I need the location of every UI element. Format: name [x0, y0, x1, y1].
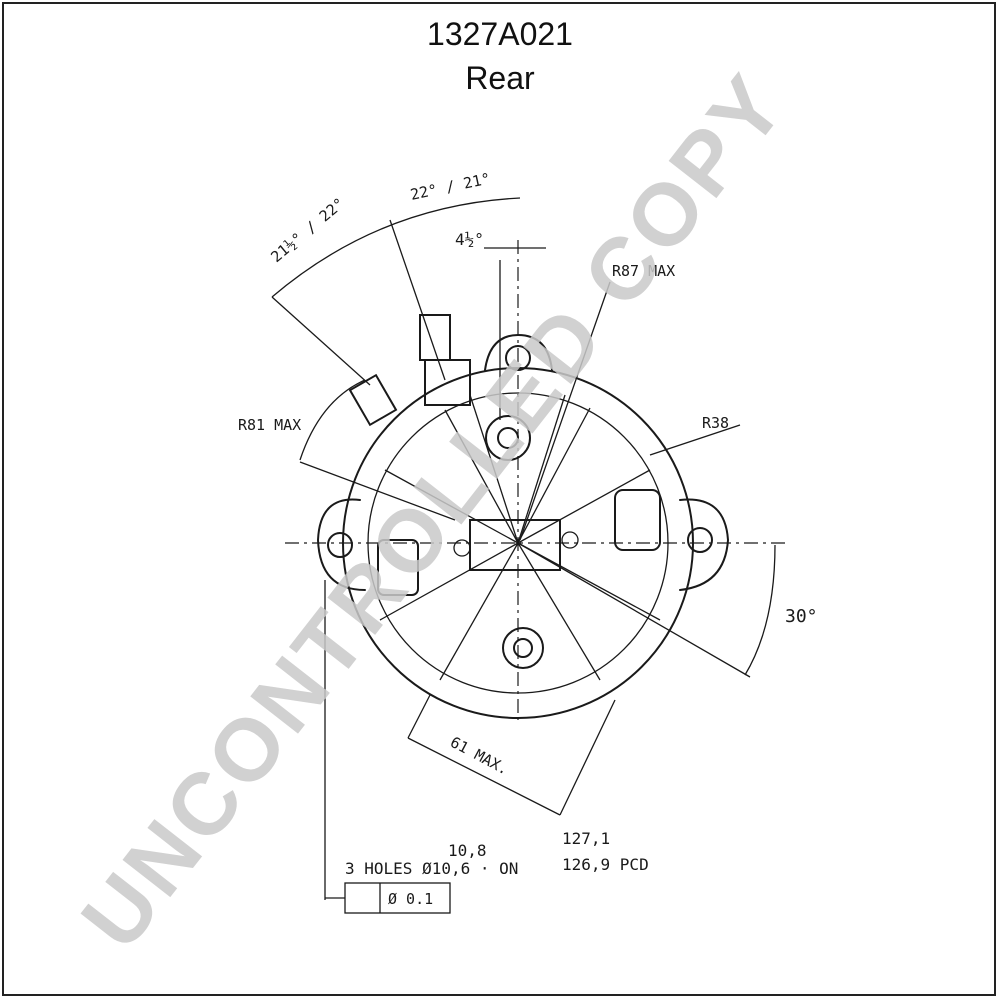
offset-angle-label: 4½° [455, 230, 484, 249]
angle-terminal-left-label: 21½° / 22° [267, 194, 348, 266]
radius-max-right-label: R87 MAX [612, 262, 675, 280]
hole-tol-upper-label: 10,8 [448, 841, 487, 860]
solenoid-stud [419, 314, 451, 361]
left-mounting-hole [327, 532, 353, 558]
dimension-lines [271, 197, 776, 914]
mount-angle-arc [744, 544, 776, 676]
radius-max-left-label: R81 MAX [238, 416, 301, 434]
angle-terminal-label: 22° / 21° [409, 169, 492, 204]
right-mounting-lug [679, 498, 730, 591]
left-mounting-lug [316, 498, 366, 591]
holes-spec-label: 3 HOLES Ø10,6 · ON [345, 859, 518, 878]
top-mounting-hole [505, 345, 531, 371]
terminal-post-bottom [502, 627, 544, 669]
part-number-title: 1327A021 [427, 16, 573, 52]
brush-spring [561, 531, 579, 549]
position-tolerance-label: Ø 0.1 [388, 890, 433, 908]
terminal-nut-top [497, 427, 519, 449]
radius-body-label: R38 [702, 414, 729, 432]
brush-spring-left [453, 539, 471, 557]
length-max-label: 61 MAX. [447, 733, 511, 779]
brush-holder-right [614, 489, 661, 551]
top-mounting-lug [484, 333, 553, 371]
brush-holder-left [377, 539, 419, 596]
center-hub [469, 519, 561, 571]
terminal-post-top [485, 415, 531, 461]
mount-angle-label: 30° [785, 606, 818, 627]
upper-angle-arc [271, 197, 521, 298]
motor-housing [316, 314, 730, 719]
right-mounting-hole [687, 527, 713, 553]
pcd-upper-label: 127,1 [562, 829, 610, 848]
inner-housing-circle [367, 392, 669, 694]
view-label: Rear [465, 60, 535, 96]
length-dimension [407, 737, 561, 816]
left-radius-arc [299, 379, 366, 461]
aux-terminal-stud [348, 373, 398, 427]
outer-housing-circle [342, 367, 694, 719]
pcd-lower-label: 126,9 PCD [562, 855, 649, 874]
terminal-nut-bottom [513, 638, 533, 658]
